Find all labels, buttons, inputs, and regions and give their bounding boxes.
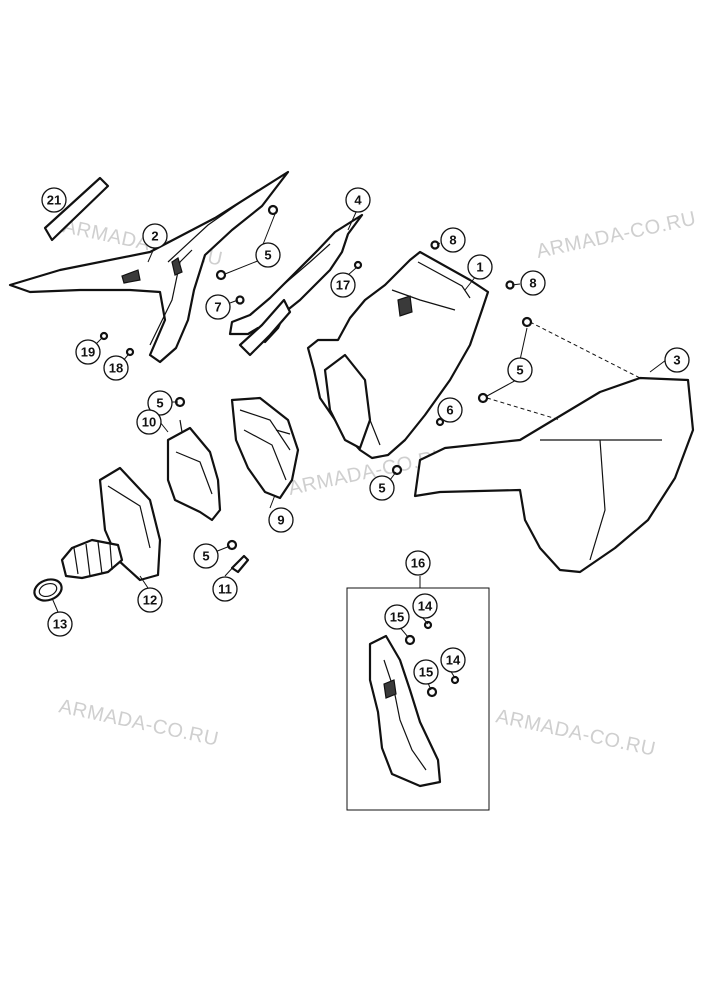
callout-2: 2 [142,223,168,249]
callout-7: 7 [205,294,231,320]
svg-text:5: 5 [264,248,271,263]
svg-text:9: 9 [277,513,284,528]
callout-1: 1 [467,254,493,280]
svg-text:15: 15 [419,665,433,680]
callout-18: 18 [103,355,129,381]
callout-5-airbox: 5 [369,475,395,501]
fastener-bolt-6 [435,417,445,427]
svg-text:2: 2 [151,229,158,244]
part-1-airbox [306,250,490,460]
callout-5-cage: 5 [147,390,173,416]
part-16-cover [368,634,442,788]
fastener-bolt-17 [353,260,363,270]
part-3-right-panel [413,376,695,574]
svg-text:4: 4 [354,193,362,208]
callout-19: 19 [75,339,101,365]
part-13-hose-clamp [33,578,63,602]
fastener-nut-1 [267,204,279,216]
fastener-nut-5e [226,539,238,551]
svg-text:15: 15 [390,610,404,625]
callout-14-bottom: 14 [440,647,466,673]
fastener-nut-5d [391,464,403,476]
fastener-screw-14a [423,620,433,630]
part-2-side-panel [8,170,290,364]
svg-text:21: 21 [47,193,61,208]
svg-text:17: 17 [336,278,350,293]
part-9-air-filter [230,396,300,500]
svg-text:7: 7 [214,300,221,315]
callout-15-top: 15 [384,604,410,630]
callout-3: 3 [664,347,690,373]
part-4-bracket [228,213,364,357]
svg-text:5: 5 [378,481,385,496]
callout-5-right: 5 [507,357,533,383]
part-21-decal [43,176,110,242]
svg-text:14: 14 [418,599,433,614]
fastener-bolt-18 [125,347,135,357]
watermark-5: ARMADA-CO.RU [494,705,658,760]
callout-9: 9 [268,507,294,533]
callout-15-bottom: 15 [413,659,439,685]
callout-10: 10 [136,409,162,435]
watermark-4: ARMADA-CO.RU [57,695,221,750]
callout-8-left: 8 [440,227,466,253]
part-16-kit-box [346,587,490,811]
svg-text:5: 5 [516,363,523,378]
fastener-nut-5c [477,392,489,404]
fastener-bolt-8a [430,240,440,250]
callout-17: 17 [330,272,356,298]
callout-5-clip: 5 [193,543,219,569]
svg-text:6: 6 [446,403,453,418]
fasteners [99,204,533,698]
callout-13: 13 [47,611,73,637]
svg-text:11: 11 [218,582,232,597]
svg-text:10: 10 [142,415,156,430]
fastener-bolt-19 [99,331,109,341]
svg-text:12: 12 [143,593,157,608]
svg-text:5: 5 [156,396,163,411]
svg-text:8: 8 [449,233,456,248]
part-12-intake-boot [60,466,162,582]
callout-11: 11 [212,576,238,602]
callout-8-right: 8 [520,270,546,296]
callout-5-top: 5 [255,242,281,268]
svg-text:1: 1 [476,260,483,275]
callout-12: 12 [137,587,163,613]
fastener-nut-2 [215,269,227,281]
callout-4: 4 [345,187,371,213]
fastener-nut-5b [521,316,533,328]
part-11-clip [230,554,250,574]
svg-text:18: 18 [109,361,123,376]
watermark-2: ARMADA-CO.RU [534,208,698,263]
callout-6: 6 [437,397,463,423]
svg-text:3: 3 [673,353,680,368]
callout-14-top: 14 [412,593,438,619]
callout-16: 16 [405,550,431,576]
svg-text:16: 16 [411,556,425,571]
callout-21: 21 [41,187,67,213]
fastener-screw-14b [450,675,460,685]
fastener-nut-15a [404,634,416,646]
fastener-nut-15b [426,686,438,698]
svg-text:5: 5 [202,549,209,564]
part-10-filter-cage [166,419,222,522]
fastener-bolt-7 [235,295,245,305]
svg-text:19: 19 [81,345,95,360]
svg-text:8: 8 [529,276,536,291]
svg-text:14: 14 [446,653,461,668]
svg-text:13: 13 [53,617,67,632]
